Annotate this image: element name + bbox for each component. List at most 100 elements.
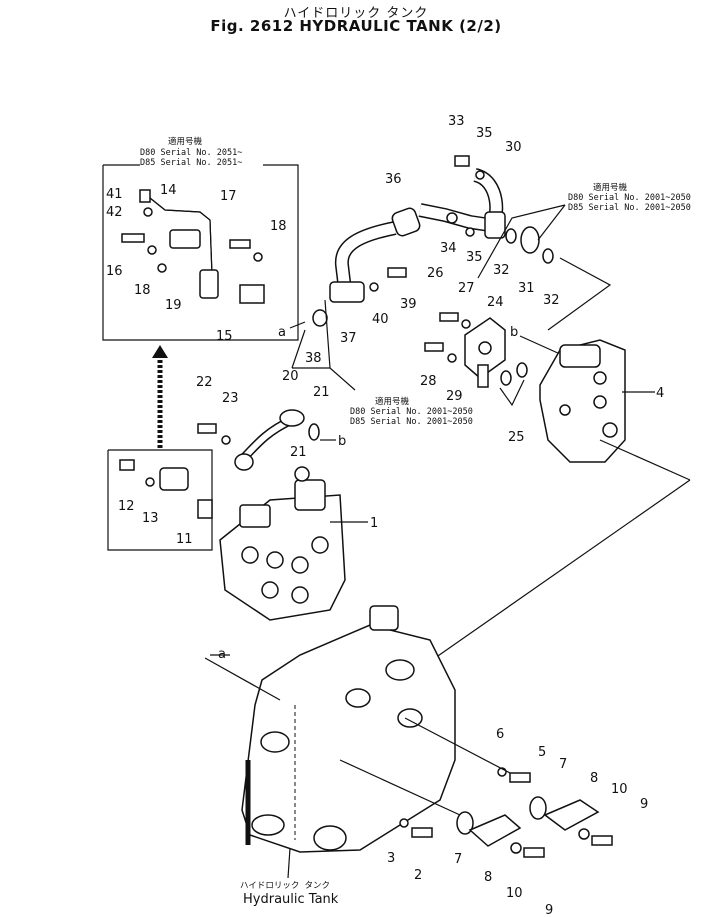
part-label-14: 14 bbox=[160, 183, 177, 198]
part-label-11: 11 bbox=[176, 532, 193, 547]
part-label-41: 41 bbox=[106, 187, 123, 202]
inset-arrow bbox=[152, 345, 168, 448]
part-label-42: 42 bbox=[106, 205, 123, 220]
part-label-32-right: 32 bbox=[543, 293, 560, 308]
diagram-title-japanese: ハイドロリック タンク bbox=[283, 6, 429, 21]
o-ring-21-lower bbox=[294, 466, 310, 482]
part-label-13: 13 bbox=[142, 511, 159, 526]
part-label-17: 17 bbox=[220, 189, 237, 204]
serial-note-left-line2: D85 Serial No. 2051~ bbox=[140, 158, 242, 168]
control-valve bbox=[219, 479, 346, 621]
tank-fittings bbox=[399, 767, 613, 858]
part-label-4: 4 bbox=[656, 386, 664, 401]
elbow-flange-11 bbox=[159, 467, 189, 491]
bolt-26 bbox=[439, 312, 459, 322]
part-label-18-upper: 18 bbox=[270, 219, 287, 234]
flange-37 bbox=[329, 281, 365, 303]
hydraulic-tank bbox=[241, 605, 456, 853]
cover-plate-8-left bbox=[468, 814, 522, 847]
part-label-37: 37 bbox=[340, 331, 357, 346]
part-label-9-left: 9 bbox=[545, 903, 553, 917]
serial-note-left-line1: D80 Serial No. 2051~ bbox=[140, 148, 242, 158]
washer-29 bbox=[447, 353, 457, 363]
cover-plate-8-right bbox=[543, 799, 600, 831]
flange-31 bbox=[520, 226, 540, 254]
part-label-34: 34 bbox=[440, 241, 457, 256]
part-label-33: 33 bbox=[448, 114, 465, 129]
o-ring-38 bbox=[312, 309, 328, 327]
tank-caption-english: Hydraulic Tank bbox=[243, 892, 339, 907]
washer-27 bbox=[461, 319, 471, 329]
pipe-end-fitting bbox=[199, 269, 219, 299]
valve-4 bbox=[539, 339, 626, 463]
serial-note-right-header: 適用号機 bbox=[593, 182, 628, 193]
part-label-35-lower: 35 bbox=[466, 250, 483, 265]
part-label-26: 26 bbox=[427, 266, 444, 281]
washer-42 bbox=[143, 207, 153, 217]
part-label-30: 30 bbox=[505, 140, 522, 155]
o-ring-7-left bbox=[456, 811, 474, 835]
part-label-24: 24 bbox=[487, 295, 504, 310]
washer-3 bbox=[399, 818, 409, 828]
part-label-10-left: 10 bbox=[506, 886, 523, 901]
serial-note-left-header: 適用号機 bbox=[168, 136, 203, 147]
part-label-15: 15 bbox=[216, 329, 233, 344]
serial-note-right-line1: D80 Serial No. 2001~2050 bbox=[568, 193, 691, 203]
washer-13 bbox=[145, 477, 155, 487]
part-label-39: 39 bbox=[400, 297, 417, 312]
bolt-22 bbox=[197, 423, 217, 434]
part-label-35-upper: 35 bbox=[476, 126, 493, 141]
part-label-40: 40 bbox=[372, 312, 389, 327]
part-label-12: 12 bbox=[118, 499, 135, 514]
elbow-fitting-11 bbox=[197, 499, 213, 519]
bolt-12 bbox=[119, 459, 135, 471]
part-label-6: 6 bbox=[496, 727, 504, 742]
part-label-16: 16 bbox=[106, 264, 123, 279]
part-label-21-upper: 21 bbox=[313, 385, 330, 400]
part-label-5: 5 bbox=[538, 745, 546, 760]
bolt-28 bbox=[424, 342, 444, 352]
connection-mark-a-lower: a bbox=[218, 647, 226, 662]
o-ring-7-right bbox=[529, 796, 547, 820]
part-label-31: 31 bbox=[518, 281, 535, 296]
serial-note-right-line2: D85 Serial No. 2001~2050 bbox=[568, 203, 691, 213]
washer-35-upper bbox=[475, 170, 485, 180]
part-label-10-right: 10 bbox=[611, 782, 628, 797]
part-label-23: 23 bbox=[222, 391, 239, 406]
washer-40 bbox=[369, 282, 379, 292]
part-label-9-right: 9 bbox=[640, 797, 648, 812]
part-label-32-left: 32 bbox=[493, 263, 510, 278]
clamp-15 bbox=[239, 284, 265, 304]
pipe-30-assembly bbox=[418, 155, 554, 264]
diagram-title: Fig. 2612 HYDRAULIC TANK (2/2) bbox=[210, 17, 502, 35]
connection-mark-a-upper: a bbox=[278, 325, 286, 340]
pipe-20 bbox=[197, 409, 320, 482]
part-label-8-left: 8 bbox=[484, 870, 492, 885]
washer-10-left bbox=[510, 842, 522, 854]
serial-note-mid-header: 適用号機 bbox=[375, 396, 410, 407]
bolt-2 bbox=[411, 827, 433, 838]
part-label-29: 29 bbox=[446, 389, 463, 404]
tank-caption-japanese: ハイドロリック タンク bbox=[240, 881, 330, 891]
washer-18 bbox=[147, 245, 157, 255]
part-label-19: 19 bbox=[165, 298, 182, 313]
part-label-20: 20 bbox=[282, 369, 299, 384]
inset-box-elbow bbox=[107, 449, 213, 551]
connection-mark-b-upper: b bbox=[510, 325, 518, 340]
washer-19 bbox=[157, 263, 167, 273]
bolt-34 bbox=[446, 212, 458, 224]
washer-10-right bbox=[578, 828, 590, 840]
inset-box-later-serials: 適用号機 D80 Serial No. 2051~ D85 Serial No.… bbox=[102, 136, 299, 341]
part-label-1: 1 bbox=[370, 516, 378, 531]
bolt-33 bbox=[454, 155, 470, 167]
washer-18b bbox=[253, 252, 263, 262]
pipe-36-assembly bbox=[312, 207, 421, 327]
o-ring-21-upper bbox=[308, 423, 320, 441]
bolt-9-right bbox=[591, 835, 613, 846]
part-label-7-right: 7 bbox=[559, 757, 567, 772]
part-label-8-right: 8 bbox=[590, 771, 598, 786]
washer-23 bbox=[221, 435, 231, 445]
part-label-38: 38 bbox=[305, 351, 322, 366]
bolt-39 bbox=[387, 267, 407, 278]
